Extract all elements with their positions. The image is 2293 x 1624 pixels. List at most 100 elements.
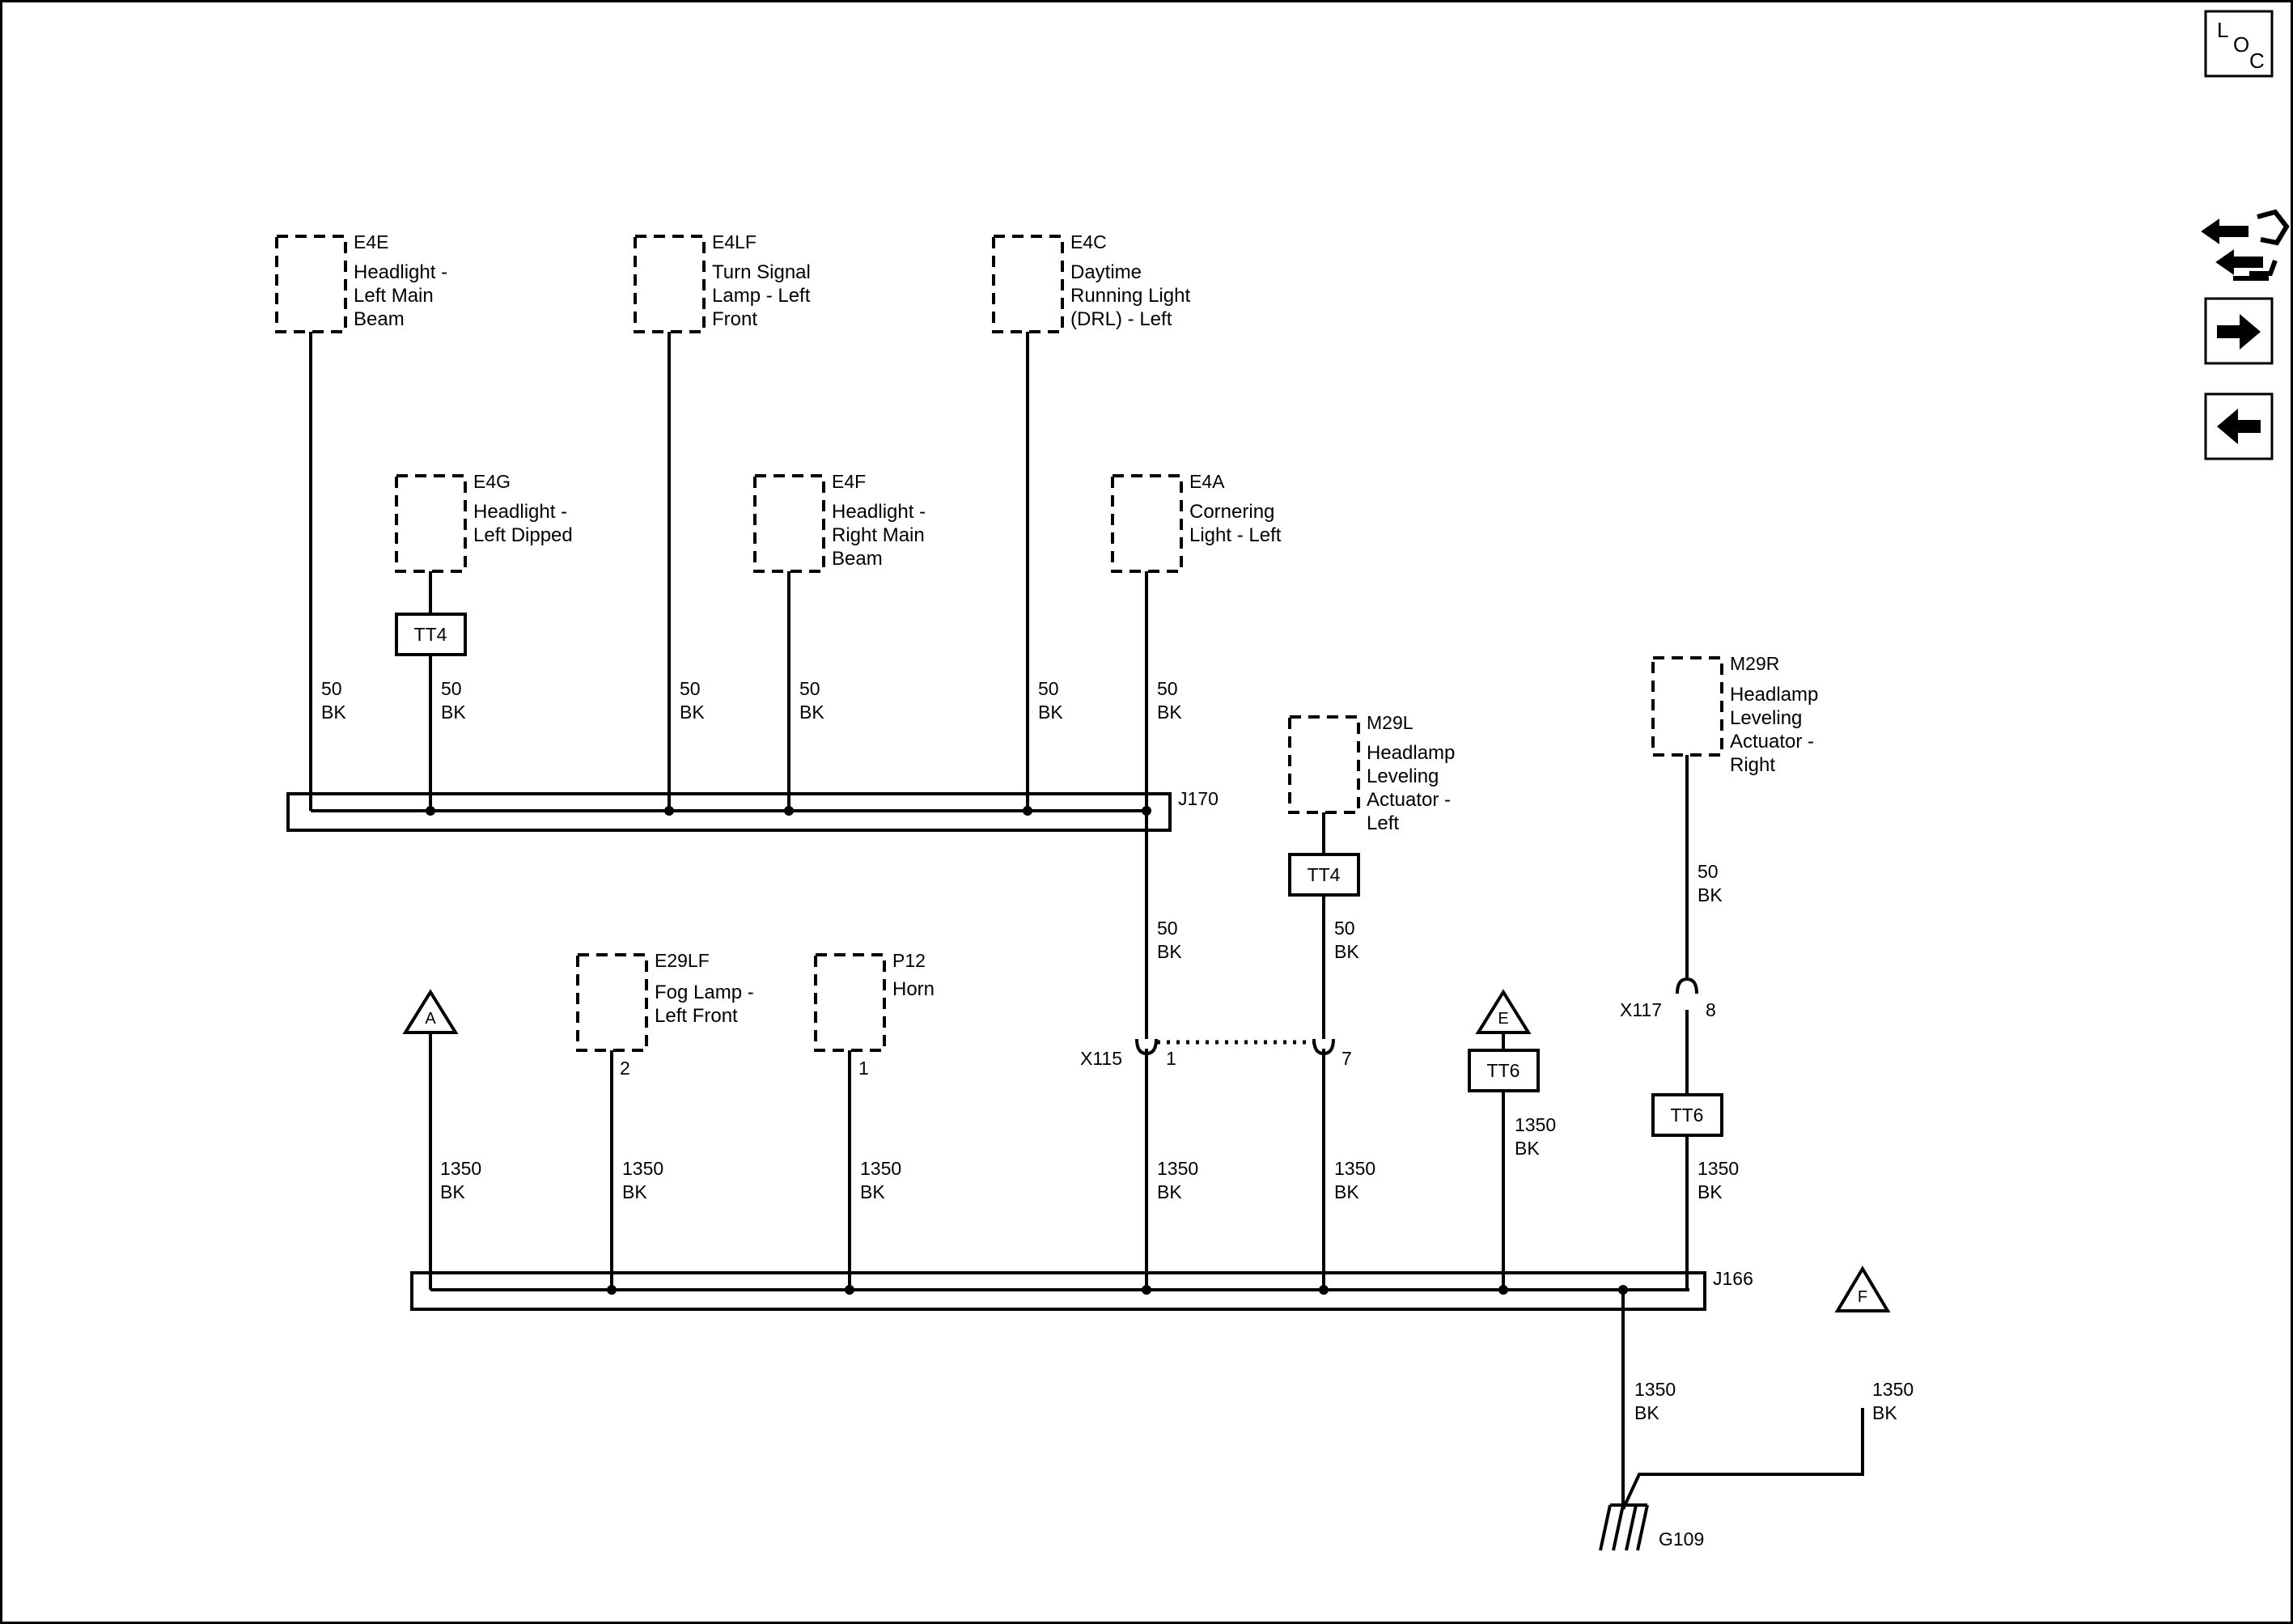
component-name-e4a: Cornering xyxy=(1189,501,1274,523)
component-e4f xyxy=(753,474,825,573)
component-name-m29l: Leveling xyxy=(1367,765,1439,787)
connector-end-view-icon[interactable] xyxy=(2201,209,2290,281)
wire-color-label: BK xyxy=(1157,1181,1182,1202)
twisted-pair-label: TT4 xyxy=(1308,864,1341,885)
wire-color-label: BK xyxy=(1697,884,1723,905)
wire-color-label: BK xyxy=(860,1181,885,1202)
wire-color-label: BK xyxy=(680,702,705,723)
wire-gauge-label: 1350 xyxy=(1697,1158,1739,1179)
component-id: E4LF xyxy=(712,231,757,252)
wire-color-label: BK xyxy=(441,702,466,723)
wire-gauge-label: 1350 xyxy=(860,1158,901,1179)
component-name-e4lf: Front xyxy=(712,308,757,330)
component-name-e4a: Light - Left xyxy=(1189,524,1282,546)
loc-letter: C xyxy=(2249,49,2265,73)
offpage-label: F xyxy=(1858,1288,1867,1306)
component-id: E4E xyxy=(354,231,388,252)
component-e4c xyxy=(992,235,1064,333)
wire-gauge-label: 1350 xyxy=(1634,1379,1676,1400)
splice-dot xyxy=(426,806,435,816)
connector-x115-pin7 xyxy=(1312,1038,1335,1056)
wire-gauge-label: 50 xyxy=(1038,678,1059,699)
wire-color-label: BK xyxy=(1872,1402,1897,1423)
component-e4g xyxy=(395,474,467,573)
wire-gauge-label: 50 xyxy=(799,678,820,699)
component-name-e4e: Headlight - xyxy=(354,261,447,283)
component-e4e xyxy=(275,235,347,333)
ground-label: G109 xyxy=(1659,1529,1704,1550)
wire-color-label: BK xyxy=(622,1181,647,1202)
component-name-e4f: Headlight - xyxy=(832,501,926,523)
component-id: P12 xyxy=(892,950,926,971)
component-name-m29l: Actuator - xyxy=(1367,789,1451,811)
location-button[interactable]: L O C xyxy=(2204,10,2274,78)
wire-gauge-label: 50 xyxy=(441,678,462,699)
splice-dot xyxy=(845,1285,854,1295)
twisted-pair-tt6-e xyxy=(1468,1049,1540,1092)
twisted-pair-label: TT4 xyxy=(414,624,447,645)
component-name-e4c: Daytime xyxy=(1070,261,1142,283)
component-id: M29R xyxy=(1730,653,1779,674)
connector-pin-label: 8 xyxy=(1706,999,1716,1020)
component-name-e4g: Headlight - xyxy=(473,501,567,523)
connector-x117-pin8 xyxy=(1676,977,1698,994)
component-name-e4f: Beam xyxy=(832,548,883,570)
splice-dot xyxy=(1618,1285,1628,1295)
splice-pack-j170 xyxy=(286,792,1172,832)
offpage-label: A xyxy=(425,1010,436,1028)
ground-g109-icon xyxy=(1599,1491,1649,1551)
component-name-e4e: Left Main xyxy=(354,285,434,307)
offpage-label: E xyxy=(1498,1010,1508,1028)
component-id: E4G xyxy=(473,471,511,492)
component-m29r xyxy=(1651,656,1723,757)
wire-color-label: BK xyxy=(1038,702,1063,723)
splice-label-j166: J166 xyxy=(1713,1268,1753,1289)
wire-gauge-label: 50 xyxy=(321,678,342,699)
connector-label-x115: X115 xyxy=(1080,1048,1122,1069)
component-name-e4c: (DRL) - Left xyxy=(1070,308,1172,330)
wire-color-label: BK xyxy=(1634,1402,1659,1423)
wire-color-label: BK xyxy=(1334,941,1359,962)
wire-color-label: BK xyxy=(1157,941,1182,962)
component-name-m29r: Headlamp xyxy=(1730,684,1818,706)
offpage-a-icon xyxy=(402,989,459,1034)
wire-gauge-label: 1350 xyxy=(622,1158,663,1179)
arrow-left-icon xyxy=(2217,409,2261,444)
splice-pack-j166 xyxy=(410,1271,1706,1311)
wire-gauge-label: 1350 xyxy=(440,1158,481,1179)
component-name-m29l: Headlamp xyxy=(1367,742,1455,764)
splice-dot xyxy=(784,806,794,816)
wire-gauge-label: 50 xyxy=(1697,861,1719,882)
connector-x115-pin1 xyxy=(1135,1038,1158,1056)
splice-dot xyxy=(664,806,674,816)
wire-color-label: BK xyxy=(799,702,824,723)
component-id: E4F xyxy=(832,471,866,492)
twisted-pair-label: TT6 xyxy=(1671,1105,1704,1126)
connector-label-x117: X117 xyxy=(1620,999,1662,1020)
wire-gauge-label: 1350 xyxy=(1872,1379,1914,1400)
wire-gauge-label: 1350 xyxy=(1334,1158,1375,1179)
loc-letter: O xyxy=(2233,32,2249,57)
splice-label-j170: J170 xyxy=(1178,788,1219,809)
component-id: E4A xyxy=(1189,471,1225,492)
component-name-e4f: Right Main xyxy=(832,524,925,546)
pin-label: 2 xyxy=(620,1058,630,1079)
next-page-button[interactable] xyxy=(2204,297,2274,365)
previous-page-button[interactable] xyxy=(2204,392,2274,460)
splice-dot xyxy=(607,1285,617,1295)
arrow-right-icon xyxy=(2217,314,2261,350)
twisted-pair-tt4-m29l xyxy=(1288,853,1360,897)
component-id: E29LF xyxy=(655,950,710,971)
component-name-e4c: Running Light xyxy=(1070,285,1190,307)
component-m29l xyxy=(1288,715,1360,814)
component-name-m29r: Leveling xyxy=(1730,707,1802,729)
wire-gauge-label: 1350 xyxy=(1515,1114,1556,1135)
offpage-f-icon xyxy=(1834,1266,1891,1312)
component-id: E4C xyxy=(1070,231,1107,252)
component-name-e29lf: Left Front xyxy=(655,1005,738,1027)
wire-color-label: BK xyxy=(1515,1138,1540,1159)
splice-dot xyxy=(1498,1285,1508,1295)
splice-dot xyxy=(1142,806,1151,816)
loc-letter: L xyxy=(2217,18,2228,42)
